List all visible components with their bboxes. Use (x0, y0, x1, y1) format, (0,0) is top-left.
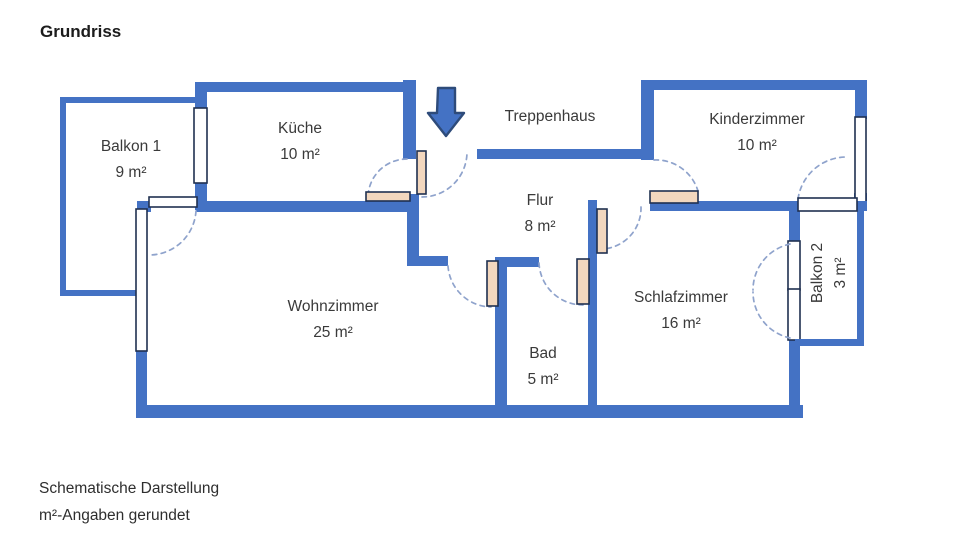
entrance-arrow-icon (426, 86, 466, 138)
french-door-lower-swing-arc (752, 291, 791, 339)
wohnzimmer-balkon-door-leaf (148, 196, 198, 208)
wohnzimmer-walls (136, 201, 803, 418)
kinderzimmer-window (854, 116, 867, 205)
kinderzimmer-balkon-door-swing-arc (797, 156, 847, 200)
footer-line-2: m²-Angaben gerundet (39, 507, 190, 524)
schlafzimmer-door-leaf (596, 208, 608, 254)
french-door-upper-swing-arc (752, 243, 791, 291)
footer-line-1: Schematische Darstellung (39, 480, 220, 497)
balkon2-railing (795, 204, 864, 346)
kinderzimmer-door-swing-arc (653, 159, 699, 192)
page-title: Grundriss (40, 22, 122, 41)
schlafzimmer-balkon-french-door (787, 240, 801, 341)
wohnzimmer-door-swing-arc (447, 265, 492, 308)
kueche-door-swing-arc (367, 158, 408, 197)
kinderzimmer-door-leaf (649, 190, 699, 204)
kueche-balkon-window (193, 107, 208, 184)
room-label-treppenhaus: Treppenhaus (504, 108, 596, 125)
bad-door-leaf (576, 258, 590, 305)
kinderzimmer-balkon-door-leaf (797, 197, 858, 212)
kueche-door-leaf (365, 191, 411, 202)
wohnzimmer-door-leaf (486, 260, 499, 307)
footer-notes: Schematische Darstellung m²-Angaben geru… (39, 475, 219, 529)
entrance-door-swing-arc (421, 151, 468, 198)
bad-door-swing-arc (538, 262, 584, 306)
schlafzimmer-door-swing-arc (602, 206, 642, 250)
wohnzimmer-balkon-door-swing-arc (149, 210, 197, 256)
balkon1-railing (60, 97, 201, 296)
entrance-door-leaf (416, 150, 427, 195)
wohnzimmer-balkon-window (135, 208, 148, 352)
